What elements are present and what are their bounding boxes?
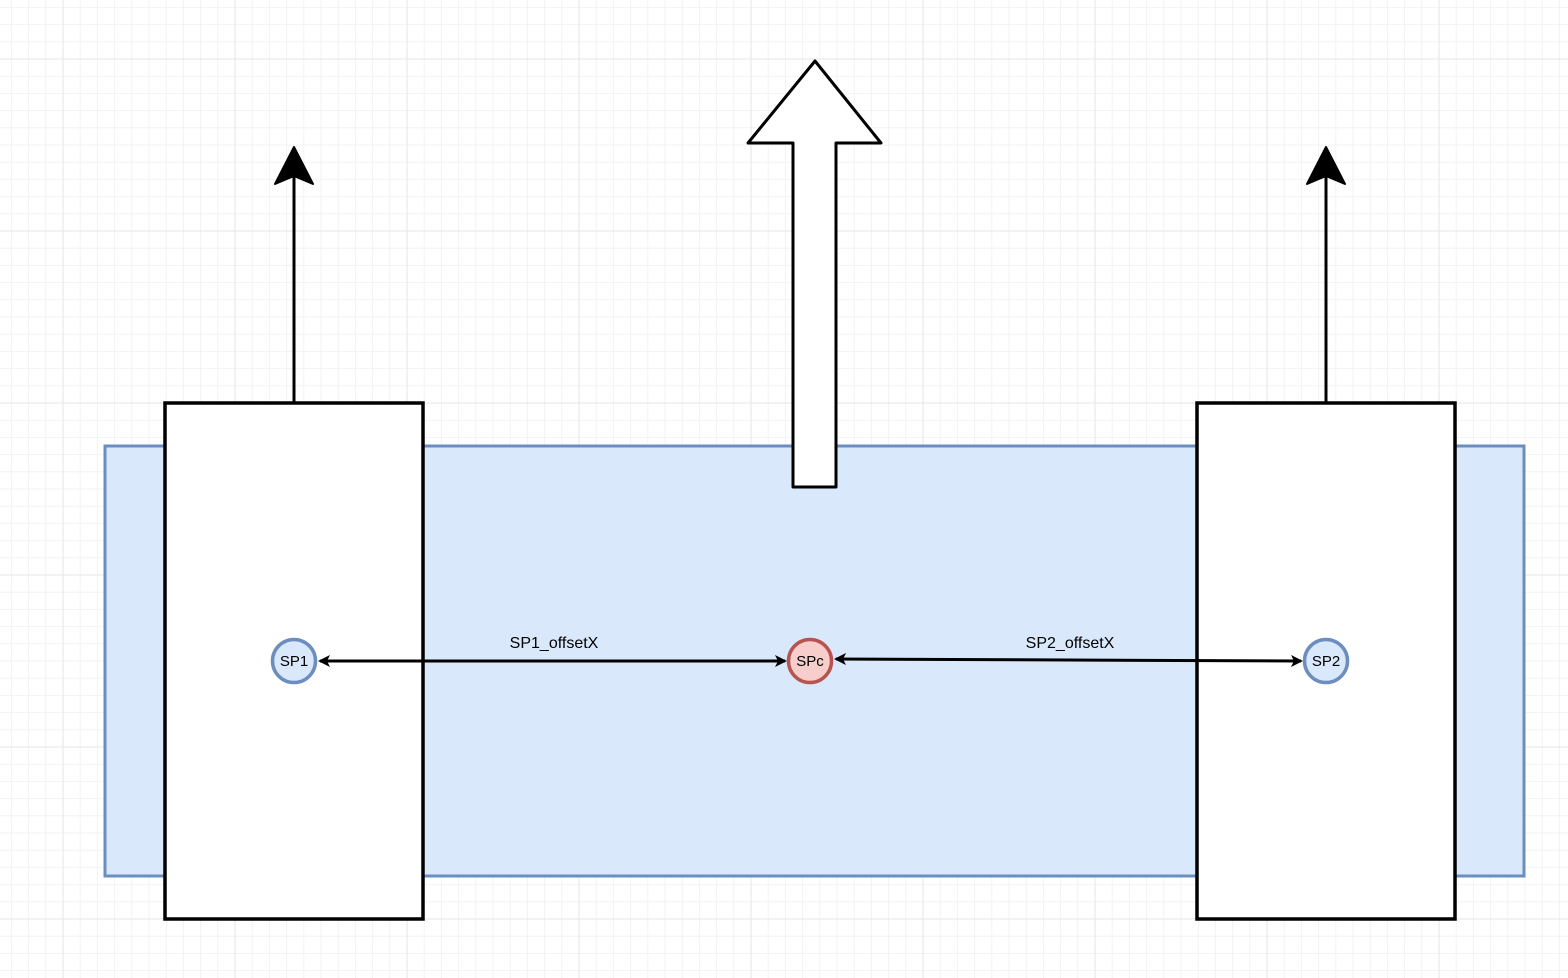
sp1-node[interactable]: SP1 bbox=[270, 637, 318, 685]
left-up-arrow[interactable] bbox=[274, 146, 314, 403]
sp1-node-label: SP1 bbox=[280, 653, 308, 670]
sp2-offset-label: SP2_offsetX bbox=[1026, 635, 1115, 652]
big-up-arrow[interactable] bbox=[746, 59, 883, 489]
right-up-arrow[interactable] bbox=[1306, 146, 1346, 403]
sp2-offset-connector[interactable] bbox=[834, 653, 1303, 667]
sp2-node-label: SP2 bbox=[1312, 653, 1340, 670]
sp1-offset-label: SP1_offsetX bbox=[510, 635, 599, 652]
sp2-node[interactable]: SP2 bbox=[1302, 637, 1350, 685]
spc-node-label: SPc bbox=[796, 653, 824, 670]
spc-node[interactable]: SPc bbox=[786, 637, 834, 685]
